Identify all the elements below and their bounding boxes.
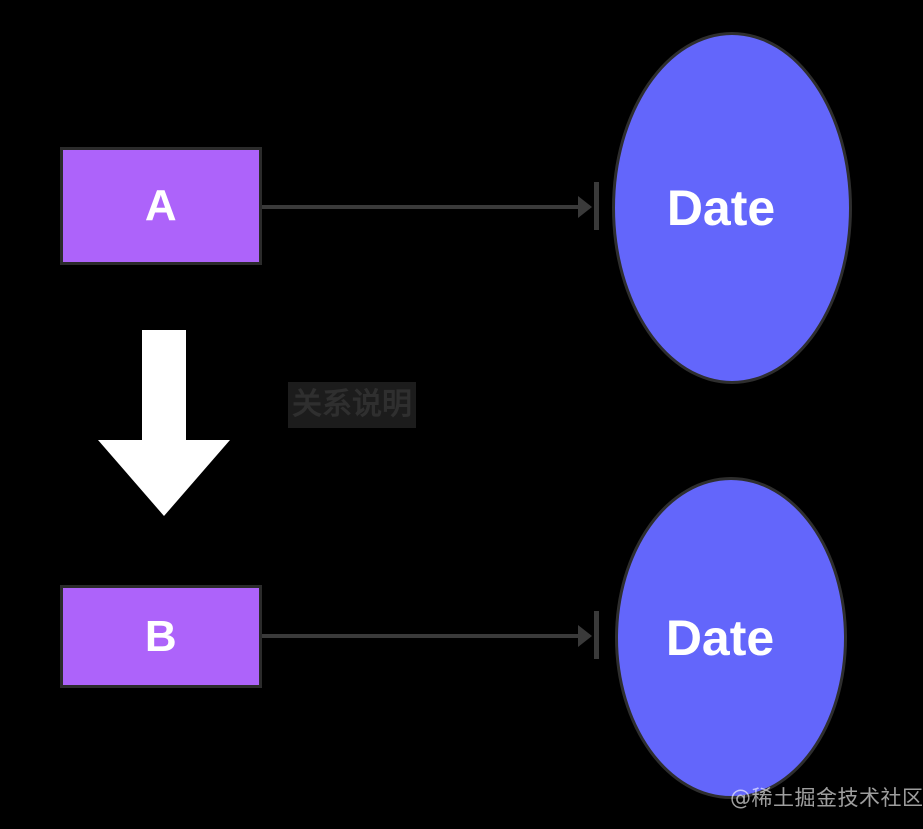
arrowhead-icon-a (578, 196, 592, 218)
entity-b-label: B (144, 611, 178, 661)
down-arrow-icon (98, 330, 230, 516)
attribute-date-bottom-label: Date (665, 610, 775, 666)
entity-node-b[interactable]: B (60, 585, 262, 688)
terminator-bar-icon-a (594, 182, 599, 230)
entity-node-a[interactable]: A (60, 147, 262, 265)
watermark: @稀土掘金技术社区 (730, 786, 923, 810)
edge-label: 关系说明 (288, 382, 416, 428)
arrowhead-icon-b (578, 625, 592, 647)
terminator-bar-icon-b (594, 611, 599, 659)
attribute-node-date-bottom[interactable]: Date (615, 477, 847, 799)
attribute-node-date-top[interactable]: Date (612, 32, 852, 384)
connector-a-to-date-top[interactable] (262, 205, 588, 209)
entity-a-label: A (144, 181, 178, 230)
connector-b-to-date-bottom[interactable] (262, 634, 588, 638)
attribute-date-top-label: Date (666, 180, 776, 236)
